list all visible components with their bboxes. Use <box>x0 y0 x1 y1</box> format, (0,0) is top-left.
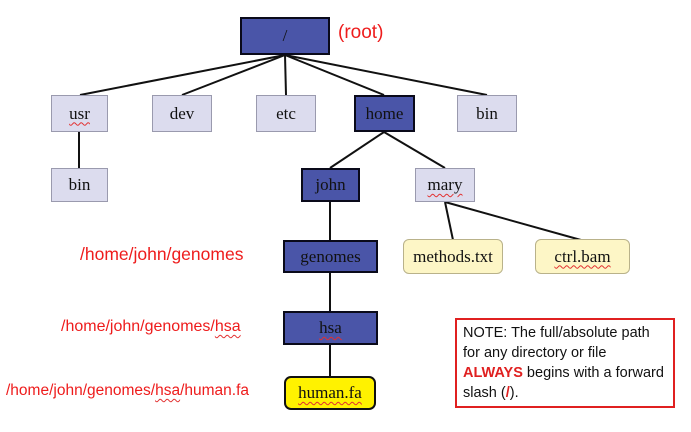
path-human-prefix: /home/john/genomes/ <box>6 382 156 399</box>
path-hsa-tail: hsa <box>214 318 241 335</box>
node-bin-top-label: bin <box>476 103 498 123</box>
note-part3: ). <box>509 385 519 401</box>
node-usr-label: usr <box>69 103 90 123</box>
path-label-hsa: /home/john/genomes/hsa <box>61 318 241 336</box>
node-ctrl-bam-label: ctrl.bam <box>554 246 611 266</box>
edge-mary-ctrl <box>444 201 582 241</box>
note-emphasis: ALWAYS <box>463 365 523 381</box>
edge-root-etc <box>284 54 287 96</box>
node-root-label: / <box>282 26 288 45</box>
node-bin-top[interactable]: bin <box>457 95 517 132</box>
node-hsa[interactable]: hsa <box>283 311 378 345</box>
node-home[interactable]: home <box>354 95 415 132</box>
node-etc[interactable]: etc <box>256 95 316 132</box>
node-usr[interactable]: usr <box>51 95 108 132</box>
path-hsa-prefix: /home/john/genomes/ <box>61 318 215 335</box>
edge-home-mary <box>383 131 446 169</box>
node-john[interactable]: john <box>301 168 360 202</box>
note-part1: NOTE: The full/absolute path for any dir… <box>463 325 650 361</box>
note-box: NOTE: The full/absolute path for any dir… <box>455 318 675 408</box>
note-slash: / <box>505 385 510 401</box>
node-dev[interactable]: dev <box>152 95 212 132</box>
node-usr-bin-label: bin <box>68 175 91 194</box>
node-genomes[interactable]: genomes <box>283 240 378 273</box>
path-genomes-text: /home/john/genomes <box>80 244 244 264</box>
path-human-mid: hsa <box>155 382 181 399</box>
node-hsa-label: hsa <box>319 318 342 337</box>
node-mary-label: mary <box>427 175 463 194</box>
node-genomes-label: genomes <box>300 246 361 266</box>
path-label-genomes: /home/john/genomes <box>80 244 243 265</box>
note-part2: begins with a forward slash ( <box>463 365 664 401</box>
node-human-fa-label: human.fa <box>298 383 362 402</box>
node-home-label: home <box>365 103 404 123</box>
edge-root-home <box>284 54 385 96</box>
node-etc-label: etc <box>276 103 296 123</box>
edge-mary-methods <box>444 201 454 241</box>
node-mary[interactable]: mary <box>415 168 475 202</box>
node-usr-bin[interactable]: bin <box>51 168 108 202</box>
edge-root-bin <box>284 54 488 96</box>
node-human-fa[interactable]: human.fa <box>284 376 376 410</box>
edge-root-dev <box>181 54 286 96</box>
node-root[interactable]: / <box>240 17 330 55</box>
edge-home-john <box>329 131 385 169</box>
node-ctrl-bam[interactable]: ctrl.bam <box>535 239 630 274</box>
node-dev-label: dev <box>169 103 195 123</box>
path-label-human: /home/john/genomes/hsa/human.fa <box>6 382 249 400</box>
path-human-tail: /human.fa <box>180 382 250 399</box>
edge-root-usr <box>79 54 286 96</box>
node-methods-txt[interactable]: methods.txt <box>403 239 503 274</box>
root-note: (root) <box>338 22 384 43</box>
node-methods-txt-label: methods.txt <box>413 246 493 266</box>
node-john-label: john <box>315 175 346 194</box>
